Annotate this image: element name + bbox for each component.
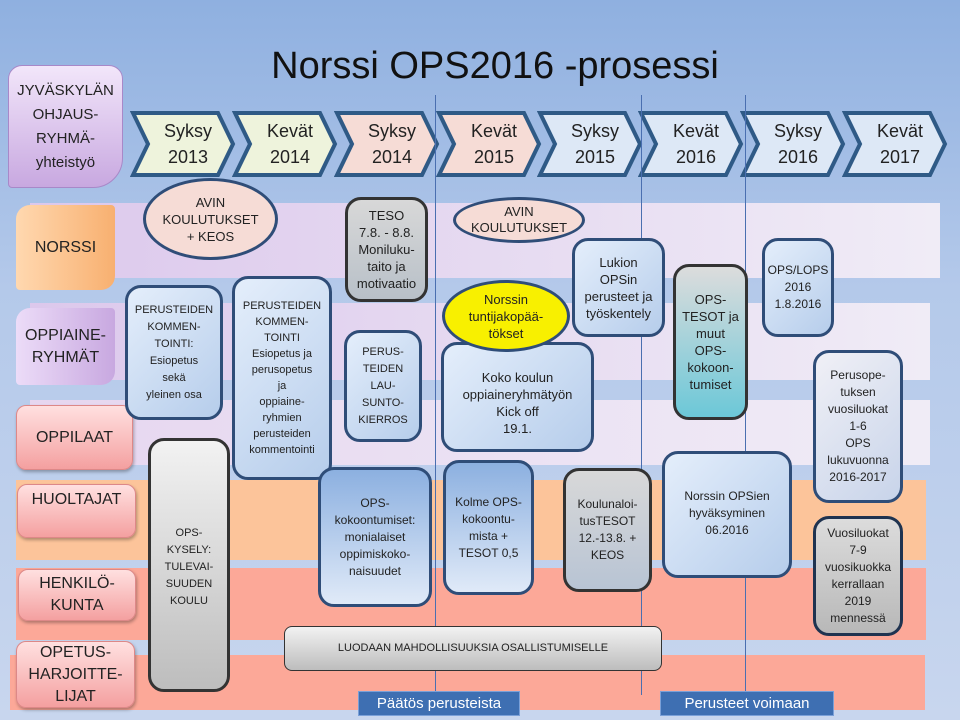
tuntijako-ellipse: Norssin tuntijakopää- tökset (442, 280, 570, 352)
row-label-oppiaine: OPPIAINE-RYHMÄT (16, 308, 115, 385)
chevron-shape (436, 111, 542, 177)
row-label-norssi: NORSSI (16, 205, 115, 290)
ops-hyvaksyminen-box: Norssin OPSien hyväksyminen 06.2016 (662, 451, 792, 578)
divider-line (641, 95, 642, 695)
row-label-opetusharjoittelijat-text: OPETUS-HARJOITTE-LIJAT (28, 643, 123, 705)
chevron-shape (232, 111, 338, 177)
row-label-ohjaus: JYVÄSKYLÄN OHJAUS-RYHMÄ-yhteistyö (8, 65, 123, 188)
ops-kysely-box: OPS- KYSELY: TULEVAI- SUUDEN KOULU (148, 438, 230, 692)
row-label-huoltajat: HUOLTAJAT (17, 484, 136, 538)
ops-tesot-box: OPS- TESOT ja muut OPS- kokoon- tumiset (673, 264, 748, 420)
chevron-shape (740, 111, 846, 177)
timeline-period-label: Kevät 2015 (470, 121, 518, 167)
divider-line (435, 95, 436, 695)
timeline-period: Kevät 2014 (232, 110, 338, 178)
page-title: Norssi OPS2016 -prosessi (271, 45, 719, 87)
koulunaloitus-tesot-box: Koulunaloi- tusTESOT 12.-13.8. + KEOS (563, 468, 652, 592)
perusteiden-kommentointi-2: PERUSTEIDEN KOMMEN- TOINTI Esiopetus ja … (232, 276, 332, 480)
perusteiden-kommentointi-1: PERUSTEIDEN KOMMEN- TOINTI: Esiopetus se… (125, 285, 223, 420)
perusopetus-1-6-box: Perusope- tuksen vuosiluokat 1-6 OPS luk… (813, 350, 903, 503)
lukion-ops-box: Lukion OPSin perusteet ja työskentely (572, 238, 665, 337)
timeline-period: Kevät 2016 (638, 110, 744, 178)
timeline-period: Syksy 2014 (334, 110, 440, 178)
vuosiluokat-7-9-box: Vuosiluokat 7-9 vuosikuokka kerrallaan 2… (813, 516, 903, 636)
row-label-henkilokunta-text: HENKILÖ-KUNTA (39, 575, 115, 614)
teso-box: TESO 7.8. - 8.8. Moniluku- taito ja moti… (345, 197, 428, 302)
timeline-period-label: Kevät 2014 (266, 121, 314, 167)
timeline-period: Syksy 2015 (537, 110, 643, 178)
chevron-shape (537, 111, 643, 177)
row-label-norssi-text: NORSSI (34, 238, 97, 256)
row-label-ohjaus-text: JYVÄSKYLÄN OHJAUS-RYHMÄ-yhteistyö (17, 81, 114, 171)
timeline-period: Kevät 2017 (842, 110, 948, 178)
kolme-ops-box: Kolme OPS- kokoontu- mista + TESOT 0,5 (443, 460, 534, 595)
chevron-shape (130, 111, 236, 177)
avin-koulutukset-keos: AVIN KOULUTUKSET + KEOS (143, 178, 278, 260)
milestone-paatos-perusteista: Päätös perusteista (358, 691, 520, 716)
ops-lops-box: OPS/LOPS 2016 1.8.2016 (762, 238, 834, 337)
milestone-perusteet-voimaan: Perusteet voimaan (660, 691, 834, 716)
timeline-period-label: Syksy 2016 (773, 121, 822, 167)
kickoff-box: Koko koulun oppiaineryhmätyön Kick off 1… (441, 342, 594, 452)
lausuntokierros-box: PERUS- TEIDEN LAU- SUNTO- KIERROS (344, 330, 422, 442)
timeline-period-label: Kevät 2017 (876, 121, 924, 167)
timeline-period-label: Syksy 2015 (570, 121, 619, 167)
chevron-shape (334, 111, 440, 177)
chevron-shape (842, 111, 948, 177)
row-label-oppilaat: OPPILAAT (16, 405, 133, 470)
timeline-period-label: Kevät 2016 (672, 121, 720, 167)
row-label-henkilokunta: HENKILÖ-KUNTA (18, 569, 136, 621)
timeline-period-label: Syksy 2013 (163, 121, 212, 167)
ops-kokoontumiset-box: OPS- kokoontumiset: monialaiset oppimisk… (318, 467, 432, 607)
avin-koulutukset: AVIN KOULUTUKSET (453, 197, 585, 243)
timeline-period: Syksy 2016 (740, 110, 846, 178)
row-label-oppilaat-text: OPPILAAT (35, 428, 114, 446)
luodaan-mahdollisuuksia-bar: LUODAAN MAHDOLLISUUKSIA OSALLISTUMISELLE (284, 626, 662, 671)
chevron-shape (638, 111, 744, 177)
row-label-oppiaine-text: OPPIAINE-RYHMÄT (25, 326, 106, 366)
timeline-period-label: Syksy 2014 (367, 121, 416, 167)
timeline-period: Syksy 2013 (130, 110, 236, 178)
timeline-period: Kevät 2015 (436, 110, 542, 178)
row-label-huoltajat-text: HUOLTAJAT (31, 491, 122, 508)
row-label-opetusharjoittelijat: OPETUS-HARJOITTE-LIJAT (16, 641, 135, 708)
